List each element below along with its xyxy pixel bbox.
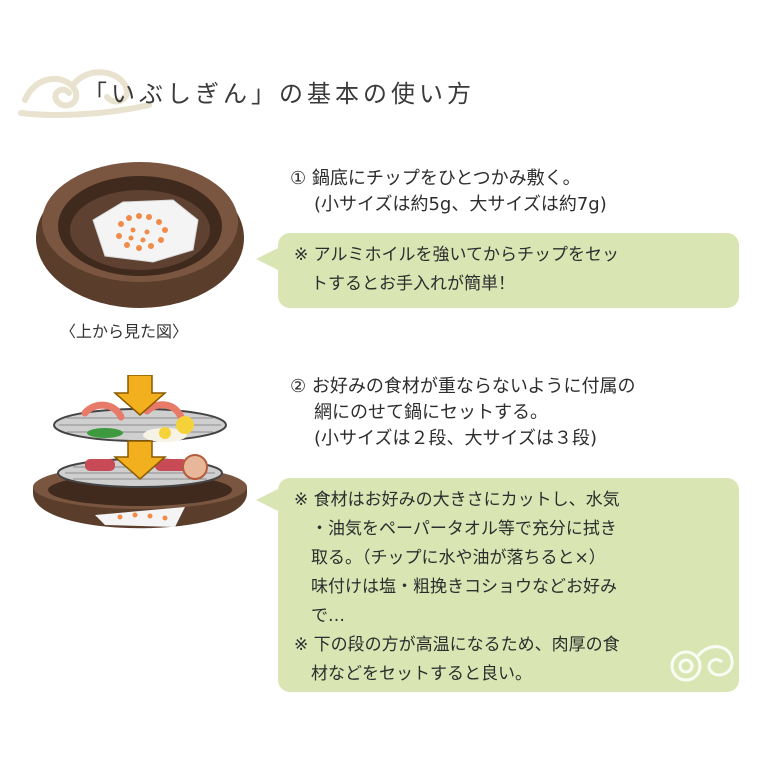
bowl-top-view-illustration xyxy=(36,162,244,308)
step-2-line-2: 網にのせて鍋にセットする。 xyxy=(314,402,548,423)
step-2: ② お好みの食材が重ならないように付属の 網にのせて鍋にセットする。 (小サイズ… xyxy=(290,374,636,452)
note-bubble-2: ※ 食材はお好みの大きさにカットし、水気 ・油気をペーパータオル等で充分に拭き … xyxy=(256,478,739,692)
swirl-logo-icon xyxy=(670,645,734,682)
page-title: 「いぶしぎん」の基本の使い方 xyxy=(83,80,475,108)
note-1-line: トするとお手入れが簡単！ xyxy=(294,274,515,294)
bowl-side-view-illustration xyxy=(33,375,247,529)
note-2-line: 味付けは塩・粗挽きコショウなどお好み xyxy=(294,577,617,597)
note-2-line: で… xyxy=(294,606,345,626)
note-bubble-1: ※ アルミホイルを強いてからチップをセッ トするとお手入れが簡単！ xyxy=(256,233,739,308)
note-1-line: ※ アルミホイルを強いてからチップをセッ xyxy=(294,245,619,265)
note-2-line: ※ 下の段の方が高温になるため、肉厚の食 xyxy=(294,635,620,655)
note-2-line: 取る。（チップに水や油が落ちると×） xyxy=(294,548,606,568)
figure-caption: 〈上から見た図〉 xyxy=(60,322,189,341)
note-2-line: ・油気をペーパータオル等で充分に拭き xyxy=(294,519,617,539)
note-2-line: ※ 食材はお好みの大きさにカットし、水気 xyxy=(294,490,620,510)
step-1: ① 鍋底にチップをひとつかみ敷く。 (小サイズは約5g、大サイズは約7g) xyxy=(290,166,607,218)
step-2-line-3: (小サイズは２段、大サイズは３段) xyxy=(314,428,597,449)
cloud-swirl-icon xyxy=(18,69,152,118)
step-1-line-1: ① 鍋底にチップをひとつかみ敷く。 xyxy=(290,168,581,189)
step-2-line-1: ② お好みの食材が重ならないように付属の xyxy=(290,376,636,397)
step-1-line-2: (小サイズは約5g、大サイズは約7g) xyxy=(314,194,607,215)
note-2-line: 材などをセットすると良い。 xyxy=(294,664,532,684)
